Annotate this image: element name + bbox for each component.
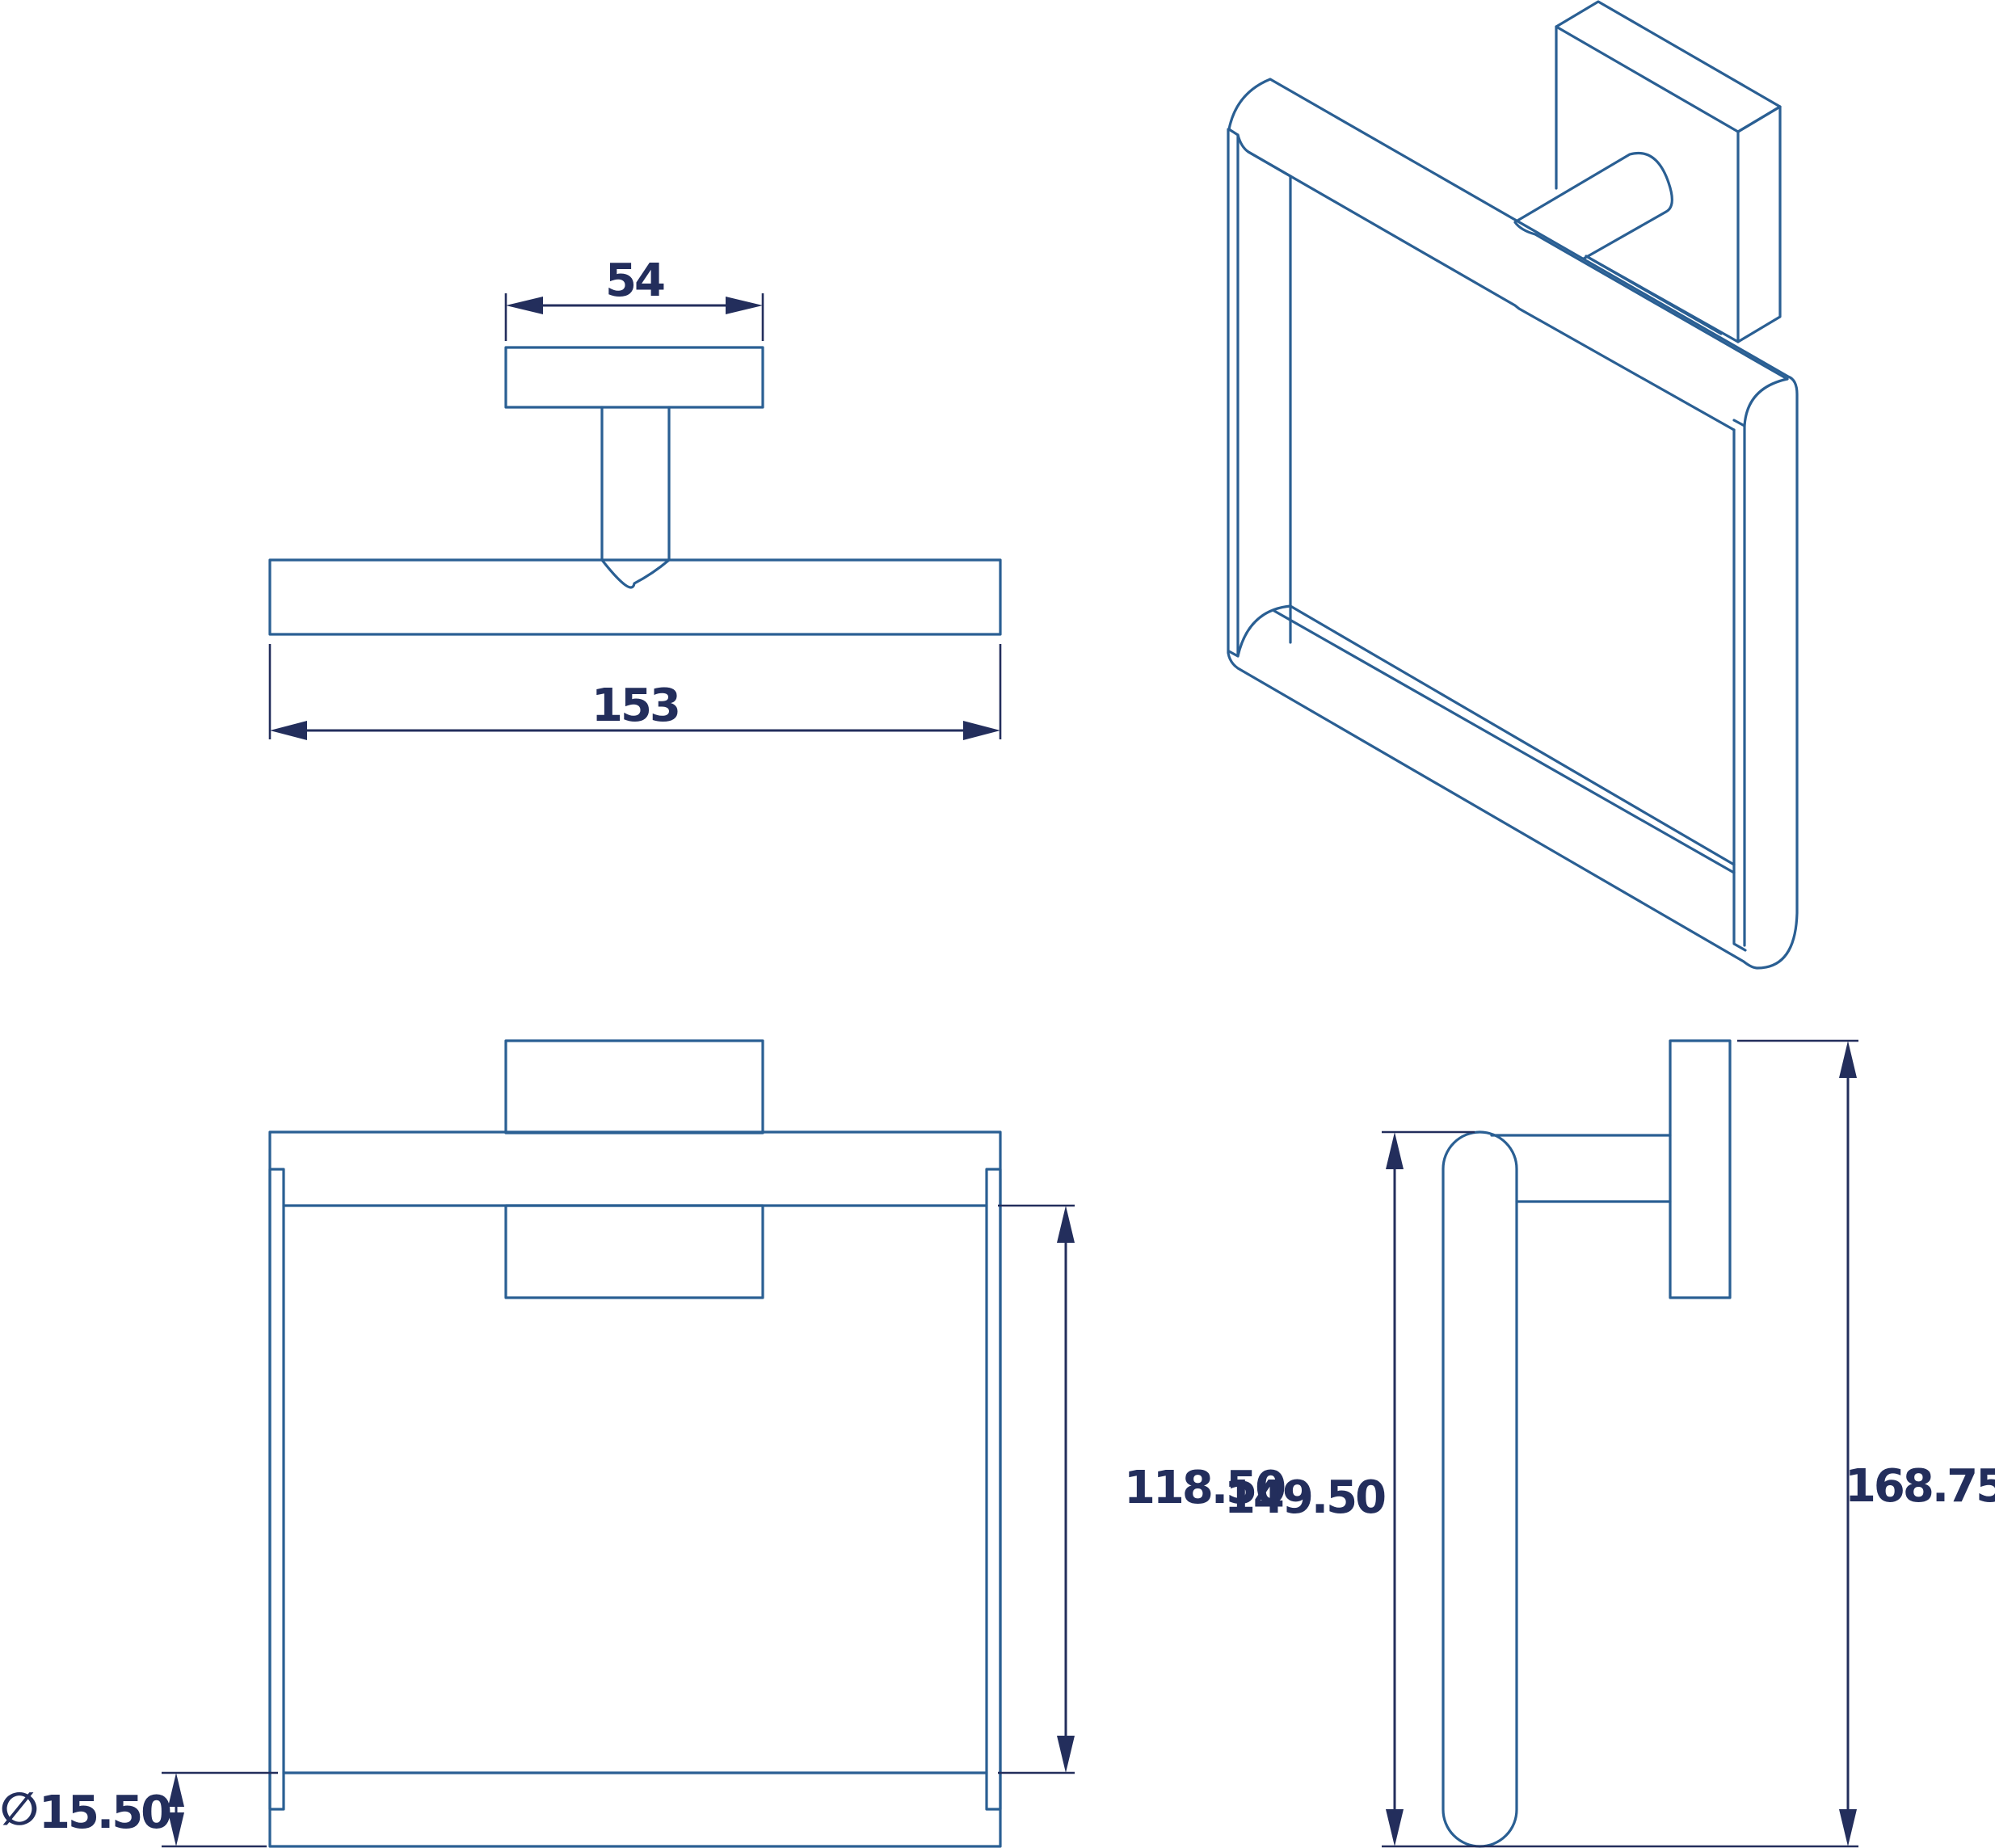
iso-wall-plate — [1555, 0, 1782, 343]
side-view-wall-plate — [1669, 1039, 1732, 1299]
front-view-wall-plate — [504, 1039, 764, 1134]
isometric-view — [1227, 0, 1799, 970]
front-view-ring-outer — [268, 1130, 1002, 1848]
side-view: 149.50 168.75 — [1224, 1039, 1995, 1848]
top-view: 54 153 — [268, 255, 1002, 740]
top-view-ring-bar — [268, 558, 1002, 636]
top-view-wall-plate — [504, 346, 764, 409]
dimension-tube-diameter: 15.50 — [39, 1787, 170, 1839]
dimension-overall-height: 168.75 — [1845, 1460, 1995, 1513]
side-view-ring-tube — [1442, 1130, 1518, 1848]
dimension-diameter-symbol: ∅ — [0, 1783, 37, 1836]
front-view-wall-plate-hidden — [504, 1204, 764, 1299]
iso-stem — [1516, 152, 1723, 335]
iso-ring-outer — [1227, 78, 1799, 970]
dimension-ring-height: 149.50 — [1224, 1471, 1385, 1524]
dimension-base-width: 54 — [605, 255, 664, 307]
dimension-overall-width: 153 — [591, 680, 679, 732]
dimension-inner-height: 118.50 — [1124, 1462, 1285, 1514]
front-view: 118.50 ∅ 15.50 — [0, 1039, 1287, 1848]
top-view-stem — [600, 406, 671, 589]
